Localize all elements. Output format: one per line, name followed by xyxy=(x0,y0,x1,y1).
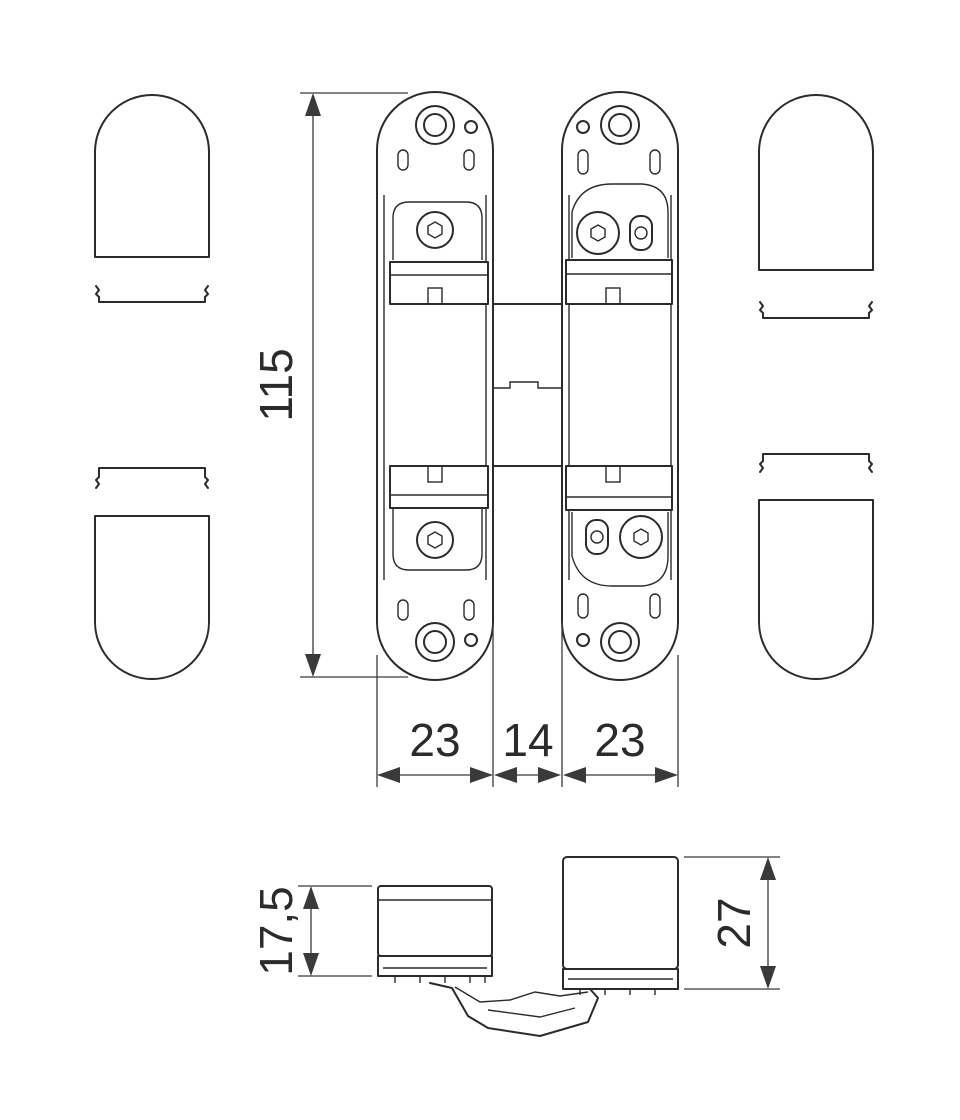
hinge-left-leaf xyxy=(376,91,494,681)
dimension-height-label: 115 xyxy=(250,348,302,421)
cover-cap-top-left xyxy=(94,94,210,258)
hinge-right-leaf xyxy=(561,91,679,681)
dimension-left-depth-label: 17,5 xyxy=(250,886,302,976)
dimension-right-width-label: 23 xyxy=(594,714,645,766)
dimension-right-depth-label: 27 xyxy=(708,897,760,948)
cover-clip-bottom-right xyxy=(759,453,873,473)
hinge-side-view xyxy=(377,856,679,1037)
cover-clip-bottom-left xyxy=(95,467,209,489)
dimension-height: 115 xyxy=(250,92,408,678)
cover-cap-top-right xyxy=(758,94,874,271)
cover-cap-bottom-right xyxy=(758,499,874,680)
dimension-gap-width-label: 14 xyxy=(502,714,553,766)
dimension-left-depth: 17,5 xyxy=(250,885,372,977)
cover-cap-bottom-left xyxy=(94,515,210,680)
dimension-widths: 23 14 23 xyxy=(376,622,679,787)
hinge-front-view xyxy=(376,91,679,681)
dimension-right-depth: 27 xyxy=(684,856,780,990)
dimension-left-width-label: 23 xyxy=(409,714,460,766)
cover-clip-top-right xyxy=(759,301,873,319)
cover-clip-top-left xyxy=(95,285,209,303)
